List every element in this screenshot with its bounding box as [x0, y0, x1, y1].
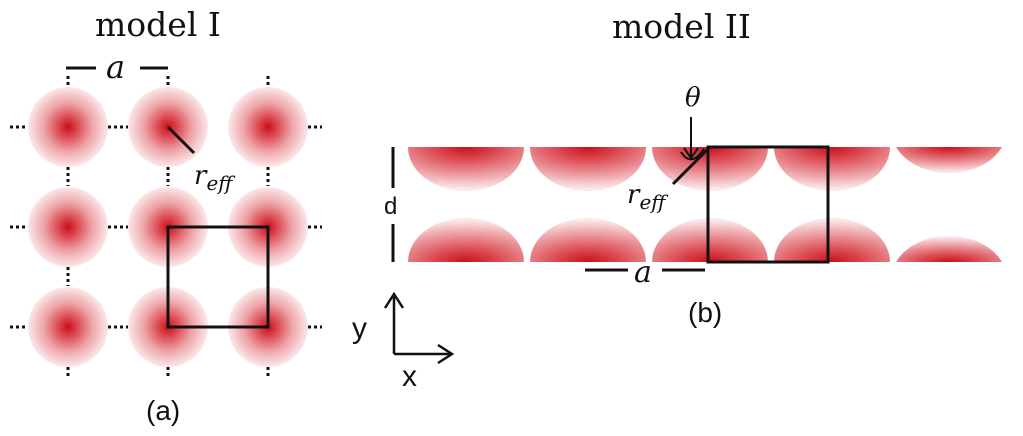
half-particle — [774, 218, 890, 262]
half-particle — [530, 218, 646, 262]
model-one-radius-line — [166, 125, 196, 155]
half-particle — [408, 218, 524, 262]
model-two-spacing-label: a — [634, 255, 652, 290]
model-two-panel-label: (b) — [688, 297, 722, 328]
model-two-radius-label: reff — [627, 180, 669, 214]
half-particle — [896, 147, 1002, 174]
y-axis-label: y — [352, 312, 367, 345]
model-one-continuation-dots — [10, 76, 322, 378]
x-axis-arrowhead — [437, 343, 455, 365]
model-one-panel-label: (a) — [146, 395, 180, 426]
particle — [228, 87, 308, 167]
half-particle — [530, 147, 646, 191]
x-axis-label: x — [402, 360, 417, 393]
y-axis-arrowhead — [383, 291, 405, 309]
particle — [28, 87, 108, 167]
particle — [28, 187, 108, 267]
particle — [28, 287, 108, 367]
model-two-unit-cell — [706, 145, 830, 264]
model-two-thickness-label: d — [384, 193, 397, 220]
model-two-angle-label: θ — [685, 83, 701, 113]
model-one-radius-label: reff — [194, 161, 236, 195]
half-particle — [652, 147, 768, 191]
half-particle — [408, 147, 524, 191]
model-two-title: model II — [612, 7, 751, 46]
model-one-panel: model I a — [10, 5, 322, 426]
half-particle — [896, 235, 1002, 262]
model-two-radius-line — [671, 147, 710, 186]
model-two-angle-arc — [680, 148, 705, 161]
model-one-title: model I — [95, 5, 221, 44]
model-two-spacing-marker: a — [585, 255, 705, 290]
model-two-panel: model II d θ reff — [384, 7, 1002, 328]
coordinate-axes — [383, 291, 455, 365]
half-particle — [652, 218, 768, 262]
model-one-unit-cell — [166, 225, 270, 329]
model-two-top-row — [408, 147, 1002, 191]
half-particle — [774, 147, 890, 191]
model-one-spacing-marker: a — [66, 48, 168, 86]
model-one-spacing-label: a — [106, 48, 125, 86]
model-two-angle-arrowhead — [683, 147, 699, 160]
model-two-bottom-row — [408, 218, 1002, 262]
